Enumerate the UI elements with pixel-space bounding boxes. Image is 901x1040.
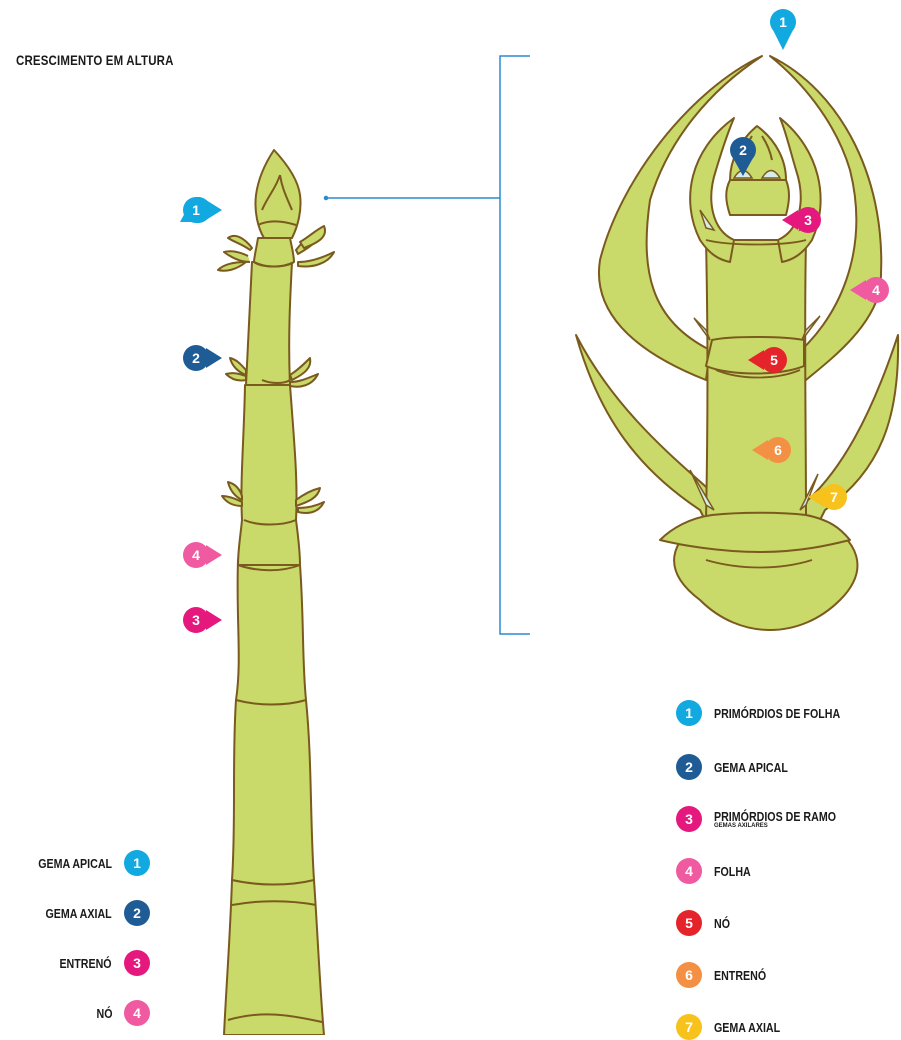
- legend-left-label: GEMA APICAL: [38, 856, 112, 871]
- legend-badge: 4: [124, 1000, 150, 1026]
- legend-right-label-group: PRIMÓRDIOS DE RAMO GEMAS AXILARES: [714, 809, 863, 829]
- legend-left-label: ENTRENÓ: [60, 956, 112, 971]
- marker-right-7-label: 7: [830, 489, 838, 505]
- marker-right-3-label: 3: [804, 212, 812, 228]
- zoom-bracket: [325, 56, 531, 634]
- marker-left-4: 4: [183, 542, 222, 568]
- legend-right-row: 7 GEMA AXIAL: [676, 1014, 795, 1040]
- marker-left-1-label: 1: [192, 202, 200, 218]
- legend-left-label: NÓ: [96, 1006, 112, 1021]
- legend-right-label: FOLHA: [714, 864, 751, 879]
- marker-left-1: 1: [180, 197, 222, 223]
- marker-right-2-label: 2: [739, 142, 747, 158]
- marker-left-3-label: 3: [192, 612, 200, 628]
- marker-right-5-label: 5: [770, 352, 778, 368]
- legend-badge: 3: [676, 806, 702, 832]
- legend-badge: 3: [124, 950, 150, 976]
- legend-badge: 1: [124, 850, 150, 876]
- legend-left-row: GEMA APICAL 1: [22, 850, 150, 876]
- marker-left-3: 3: [183, 607, 222, 633]
- legend-badge: 2: [124, 900, 150, 926]
- legend-right-row: 4 FOLHA: [676, 858, 759, 884]
- legend-right-row: 6 ENTRENÓ: [676, 962, 778, 988]
- marker-right-1-label: 1: [779, 14, 787, 30]
- legend-right-label: PRIMÓRDIOS DE RAMO: [714, 809, 836, 824]
- legend-right-label: GEMA APICAL: [714, 760, 788, 775]
- legend-right-label: PRIMÓRDIOS DE FOLHA: [714, 706, 840, 721]
- marker-left-2-label: 2: [192, 350, 200, 366]
- legend-badge: 7: [676, 1014, 702, 1040]
- legend-left-row: GEMA AXIAL 2: [31, 900, 150, 926]
- legend-badge: 1: [676, 700, 702, 726]
- marker-right-4-label: 4: [872, 282, 880, 298]
- marker-left-4-label: 4: [192, 547, 200, 563]
- legend-right-label: ENTRENÓ: [714, 968, 766, 983]
- legend-badge: 4: [676, 858, 702, 884]
- legend-right-row: 1 PRIMÓRDIOS DE FOLHA: [676, 700, 868, 726]
- legend-badge: 6: [676, 962, 702, 988]
- legend-left-row: ENTRENÓ 3: [48, 950, 150, 976]
- legend-left-row: NÓ 4: [93, 1000, 151, 1026]
- legend-right-label: NÓ: [714, 916, 730, 931]
- marker-left-2: 2: [183, 345, 222, 371]
- marker-right-1: 1: [770, 9, 796, 50]
- legend-right-row: 2 GEMA APICAL: [676, 754, 804, 780]
- legend-left-label: GEMA AXIAL: [46, 906, 112, 921]
- legend-right-row: 3 PRIMÓRDIOS DE RAMO GEMAS AXILARES: [676, 806, 863, 832]
- marker-right-6-label: 6: [774, 442, 782, 458]
- legend-badge: 2: [676, 754, 702, 780]
- legend-badge: 5: [676, 910, 702, 936]
- legend-right-row: 5 NÓ: [676, 910, 734, 936]
- legend-right-label: GEMA AXIAL: [714, 1020, 780, 1035]
